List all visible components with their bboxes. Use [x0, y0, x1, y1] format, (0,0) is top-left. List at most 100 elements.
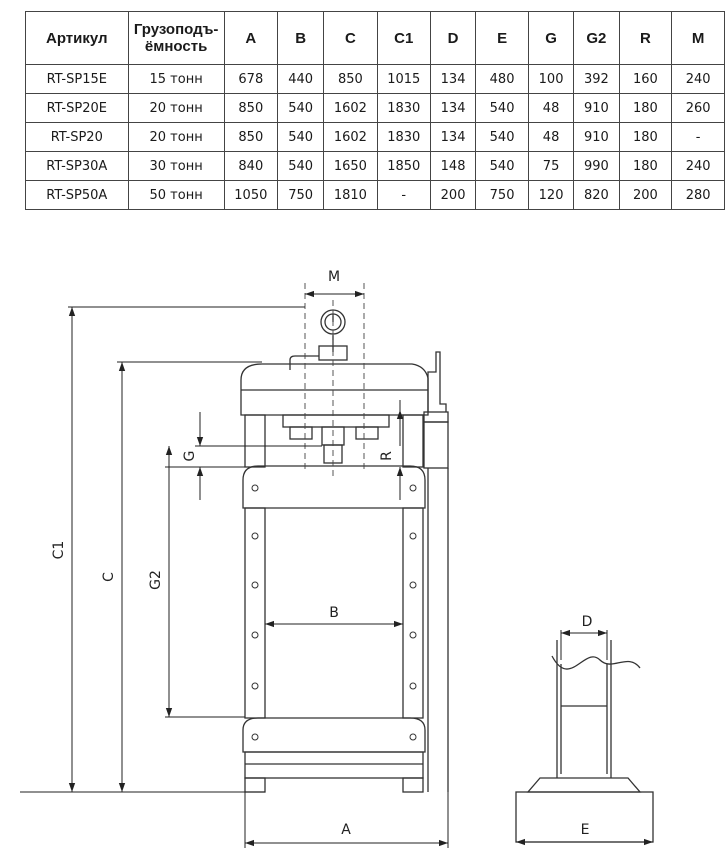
pump-cap [423, 411, 449, 423]
left-column-upper [244, 414, 266, 468]
header-article: Артикул [25, 11, 129, 65]
table-cell: 1650 [323, 151, 378, 181]
header-a: A [223, 11, 279, 65]
table-cell: 200 [429, 180, 477, 210]
dimension-lines [20, 290, 449, 848]
bolt-icon [251, 682, 259, 690]
table-cell: 480 [475, 64, 529, 94]
header-capacity-line2: ёмность [144, 38, 208, 55]
table-cell: 20 тонн [127, 122, 225, 152]
frame-bolts [251, 484, 417, 741]
table-cell: 1830 [376, 93, 431, 123]
table-cell: 540 [276, 151, 325, 181]
label-c1: C1 [51, 541, 67, 560]
centerlines [304, 283, 365, 480]
bolt-icon [409, 581, 417, 589]
right-column-upper [402, 414, 424, 468]
table-cell: 180 [618, 93, 673, 123]
table-cell: 1050 [223, 180, 279, 210]
table-row: RT-SP30A 30 тонн 840 540 1650 1850 148 5… [25, 151, 725, 181]
table-cell: 260 [671, 93, 725, 123]
break-line [551, 655, 641, 670]
table-cell: 540 [475, 151, 529, 181]
table-cell: 160 [618, 64, 673, 94]
table-cell: 850 [223, 93, 279, 123]
table-cell: 148 [429, 151, 477, 181]
table-cell: 20 тонн [127, 93, 225, 123]
pump-lever [427, 351, 447, 412]
bolt-icon [409, 631, 417, 639]
bolt-right [355, 426, 379, 440]
table-cell: 850 [223, 122, 279, 152]
bolt-icon [251, 484, 259, 492]
header-b: B [276, 11, 325, 65]
header-m: M [671, 11, 725, 65]
bolt-icon [251, 581, 259, 589]
label-d: D [582, 614, 593, 630]
table-cell: 910 [573, 122, 620, 152]
table-cell: 540 [276, 122, 325, 152]
right-foot [402, 777, 424, 793]
label-e: E [581, 822, 590, 838]
table-cell: 540 [475, 93, 529, 123]
table-cell: 1602 [323, 122, 378, 152]
table-cell: 48 [527, 122, 575, 152]
table-cell: 440 [276, 64, 325, 94]
upper-bed [242, 465, 426, 509]
table-cell: 910 [573, 93, 620, 123]
table-cell: 200 [618, 180, 673, 210]
table-cell: 1602 [323, 93, 378, 123]
table-cell: RT-SP15E [25, 64, 129, 94]
table-cell: 392 [573, 64, 620, 94]
table-cell: 540 [276, 93, 325, 123]
table-cell: RT-SP30A [25, 151, 129, 181]
base-frame [244, 751, 424, 779]
label-a: A [341, 822, 351, 838]
header-e: E [475, 11, 529, 65]
label-m: M [328, 269, 340, 285]
left-foot [244, 777, 266, 793]
label-g2: G2 [148, 570, 164, 590]
table-cell: 990 [573, 151, 620, 181]
table-cell: 30 тонн [127, 151, 225, 181]
side-view-drawing [515, 640, 654, 843]
table-cell: 1850 [376, 151, 431, 181]
label-g: G [182, 451, 198, 462]
table-cell: - [671, 122, 725, 152]
table-header-row: Артикул Грузоподъ-ёмность A B C C1 D E G… [25, 11, 725, 65]
table-cell: 750 [276, 180, 325, 210]
table-cell: 678 [223, 64, 279, 94]
hydraulic-hose [289, 355, 319, 370]
table-cell: 50 тонн [127, 180, 225, 210]
header-c1: C1 [376, 11, 431, 65]
table-cell: - [376, 180, 431, 210]
lower-bed [242, 717, 426, 753]
table-row: RT-SP50A 50 тонн 1050 750 1810 - 200 750… [25, 180, 725, 210]
label-r: R [379, 451, 395, 461]
table-cell: 850 [323, 64, 378, 94]
press-frame-drawing [240, 309, 449, 793]
bolt-icon [409, 532, 417, 540]
header-capacity-line1: Грузоподъ- [133, 21, 219, 38]
header-g: G [527, 11, 575, 65]
header-r: R [618, 11, 673, 65]
table-row: RT-SP20 20 тонн 850 540 1602 1830 134 54… [25, 122, 725, 152]
top-crossbeam [240, 363, 429, 416]
table-cell: 75 [527, 151, 575, 181]
bolt-icon [251, 631, 259, 639]
bolt-icon [251, 733, 259, 741]
dimension-labels: M C1 C G G2 R B A D E [51, 269, 592, 838]
pump-reservoir [423, 421, 449, 469]
table-cell: 15 тонн [127, 64, 225, 94]
bolt-left [289, 426, 313, 440]
table-cell: 1810 [323, 180, 378, 210]
table-cell: 840 [223, 151, 279, 181]
table-cell: 820 [573, 180, 620, 210]
table-cell: 750 [475, 180, 529, 210]
table-cell: 280 [671, 180, 725, 210]
table-cell: 134 [429, 122, 477, 152]
bolt-icon [409, 484, 417, 492]
label-c: C [101, 572, 117, 582]
table-cell: 48 [527, 93, 575, 123]
table-cell: 240 [671, 64, 725, 94]
